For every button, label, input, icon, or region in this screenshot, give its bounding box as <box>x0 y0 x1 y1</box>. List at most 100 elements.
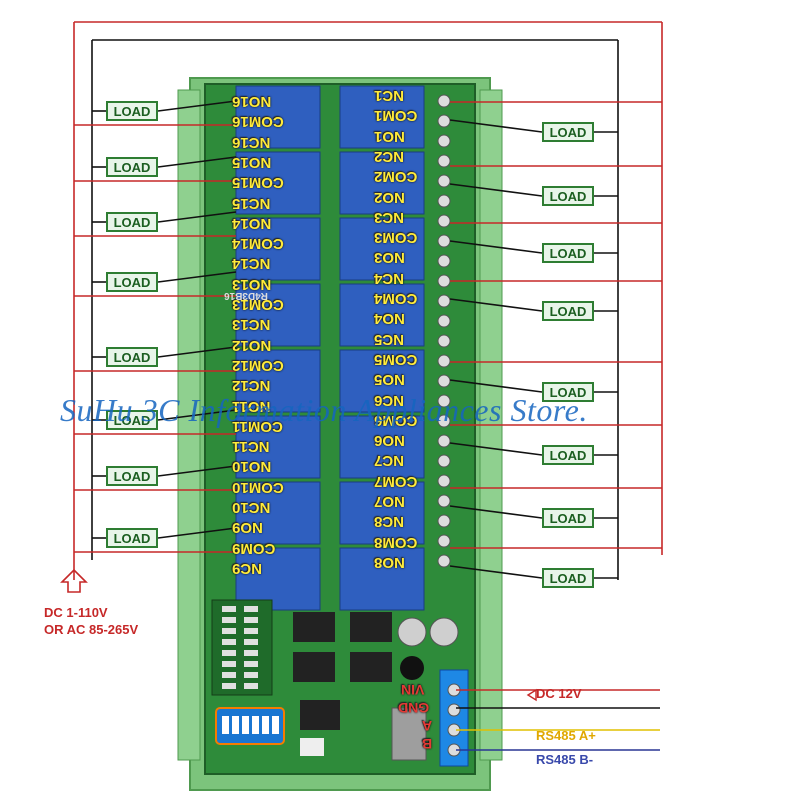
load-wire <box>157 346 237 358</box>
load-wire <box>157 465 237 477</box>
dc12-arrow <box>526 688 537 702</box>
terminal-label-com9: COM9 <box>232 539 276 557</box>
terminal-label-com8: COM8 <box>374 533 418 551</box>
dip-switch-levers <box>222 716 279 734</box>
relay <box>339 349 425 413</box>
load-box: LOAD <box>542 122 594 142</box>
terminal-label-nc11: NC11 <box>232 438 270 456</box>
led <box>244 672 258 678</box>
screw <box>437 274 451 288</box>
load-box: LOAD <box>106 101 158 121</box>
relay <box>235 85 321 149</box>
dip-lever <box>232 716 239 734</box>
screw <box>437 234 451 248</box>
screw <box>437 294 451 308</box>
screw <box>437 314 451 328</box>
led <box>222 639 236 645</box>
screw <box>437 474 451 488</box>
terminal-label-nc8: NC8 <box>374 513 405 531</box>
terminal-label-com16: COM16 <box>232 113 284 131</box>
terminal-label-no2: NO2 <box>374 188 405 206</box>
terminal-vin: VIN <box>401 682 425 698</box>
terminal-label-no12: NO12 <box>232 336 272 354</box>
screw <box>437 514 451 528</box>
load-box: LOAD <box>106 157 158 177</box>
terminal-screws <box>437 94 451 568</box>
terminal-label-no15: NO15 <box>232 153 272 171</box>
screw <box>437 454 451 468</box>
load-wire <box>157 271 237 283</box>
screw <box>437 254 451 268</box>
terminal-label-com10: COM10 <box>232 478 284 496</box>
load-box: LOAD <box>106 410 158 430</box>
relay <box>235 415 321 479</box>
relay <box>339 481 425 545</box>
power-input-line1: DC 1-110V <box>44 605 108 620</box>
wiring <box>60 21 663 751</box>
watermark: SuHu 3C Information Appliances Store. <box>60 392 588 428</box>
load-box: LOAD <box>542 568 594 588</box>
led <box>222 628 236 634</box>
terminal-label-no9: NO9 <box>232 519 263 537</box>
screw <box>437 414 451 428</box>
relay <box>235 283 321 347</box>
terminal-label-nc10: NC10 <box>232 499 271 516</box>
load-wire <box>157 527 237 539</box>
dip-lever <box>272 716 279 734</box>
bottom-screw <box>447 703 461 717</box>
load-wire <box>449 379 543 393</box>
load-box: LOAD <box>106 528 158 548</box>
led <box>244 628 258 634</box>
terminal-label-no16: NO16 <box>232 93 272 110</box>
led <box>244 639 258 645</box>
dc12-label: DC 12V <box>536 686 582 701</box>
dip-lever <box>222 716 229 734</box>
ic-chip <box>293 652 335 682</box>
led <box>222 661 236 667</box>
load-box: LOAD <box>542 382 594 402</box>
terminal-label-no10: NO10 <box>232 458 272 476</box>
relay <box>235 151 321 215</box>
screw <box>437 394 451 408</box>
relays-left-column <box>235 85 321 611</box>
screw <box>437 94 451 108</box>
terminal-label-com15: COM15 <box>232 174 284 192</box>
load-box: LOAD <box>106 347 158 367</box>
inductor <box>400 656 424 680</box>
power-input-line2: OR AC 85-265V <box>44 622 139 637</box>
terminal-label-no7: NO7 <box>374 493 405 510</box>
ic-chip <box>350 612 392 642</box>
terminal-label-com4: COM4 <box>374 290 418 307</box>
relay <box>339 415 425 479</box>
led <box>244 683 258 689</box>
terminal-label-nc1: NC1 <box>374 87 405 104</box>
terminal-label-com1: COM1 <box>374 107 418 125</box>
terminal-label-com5: COM5 <box>374 350 418 368</box>
terminal-b: B <box>422 736 433 752</box>
terminal-label-no14: NO14 <box>232 214 272 232</box>
load-wire <box>157 211 237 223</box>
relays-right-column <box>339 85 425 611</box>
load-wire <box>449 565 543 579</box>
terminal-label-com12: COM12 <box>232 356 284 374</box>
jumper-block <box>300 738 324 756</box>
terminal-label-no4: NO4 <box>374 310 405 328</box>
terminal-label-nc2: NC2 <box>374 147 405 165</box>
screw <box>437 354 451 368</box>
led <box>222 617 236 623</box>
led-array <box>211 599 273 696</box>
load-wire <box>449 119 543 133</box>
rs485-b-label: RS485 B- <box>536 752 594 767</box>
relay <box>235 217 321 281</box>
terminal-label-nc14: NC14 <box>232 255 271 273</box>
usb-port <box>391 707 427 761</box>
terminal-label-nc9: NC9 <box>232 559 263 577</box>
load-wire <box>157 156 237 168</box>
rs485-a-label: RS485 A+ <box>536 728 596 743</box>
load-wire <box>157 100 237 112</box>
terminal-label-no6: NO6 <box>374 432 405 450</box>
power-input-label: DC 1-110V OR AC 85-265V <box>44 604 138 638</box>
led <box>222 672 236 678</box>
